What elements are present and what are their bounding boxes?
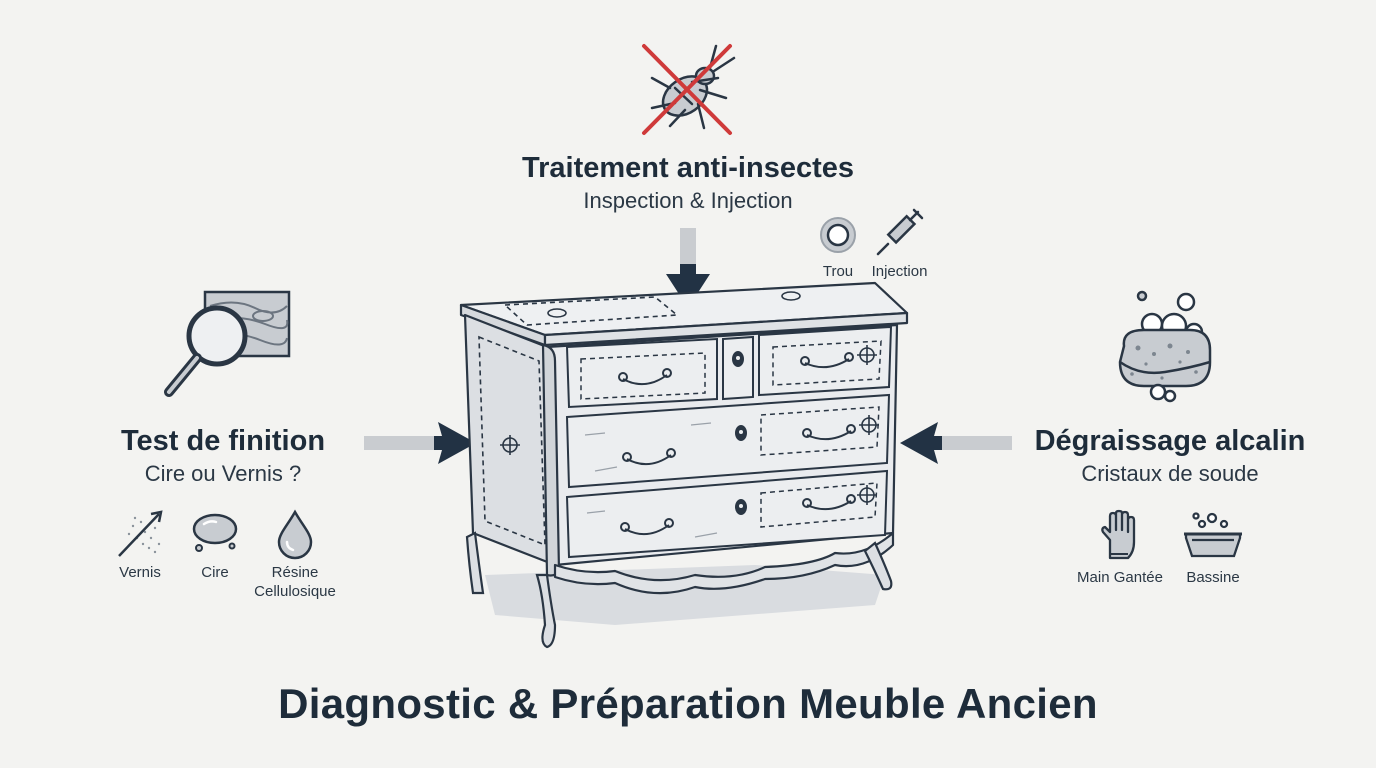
varnish-spray-icon bbox=[118, 510, 163, 557]
gloved-hand-label: Main Gantée bbox=[1077, 569, 1163, 586]
top-section-subtitle: Inspection & Injection bbox=[583, 188, 793, 213]
main-title: Diagnostic & Préparation Meuble Ancien bbox=[278, 680, 1098, 727]
wax-blob-icon bbox=[192, 513, 238, 552]
basin-icon bbox=[1184, 512, 1242, 558]
resin-label-line1: Résine bbox=[271, 564, 319, 581]
sponge-bubbles-icon bbox=[1118, 290, 1212, 403]
injection-label: Injection bbox=[871, 263, 928, 280]
right-section-title: Dégraissage alcalin bbox=[1034, 425, 1306, 457]
right-arrow bbox=[900, 422, 1012, 464]
resin-drop-icon bbox=[277, 509, 313, 560]
top-section-title: Traitement anti-insectes bbox=[522, 152, 854, 184]
magnifier-wood-icon bbox=[164, 290, 291, 397]
hole-label: Trou bbox=[822, 263, 854, 280]
resin-label-line2: Cellulosique bbox=[254, 583, 336, 600]
gloved-hand-icon bbox=[1101, 509, 1136, 560]
varnish-label: Vernis bbox=[119, 564, 161, 581]
left-section-subtitle: Cire ou Vernis ? bbox=[144, 461, 302, 486]
basin-label: Bassine bbox=[1186, 569, 1240, 586]
wax-label: Cire bbox=[201, 564, 229, 581]
top-arrow bbox=[666, 228, 710, 308]
right-section-subtitle: Cristaux de soude bbox=[1081, 461, 1259, 486]
left-arrow bbox=[364, 422, 476, 464]
crossed-insect-icon bbox=[642, 44, 736, 135]
syringe-icon bbox=[876, 208, 924, 256]
hole-icon bbox=[820, 217, 856, 253]
left-section-title: Test de finition bbox=[120, 425, 326, 457]
antique-dresser-illustration bbox=[459, 281, 909, 649]
